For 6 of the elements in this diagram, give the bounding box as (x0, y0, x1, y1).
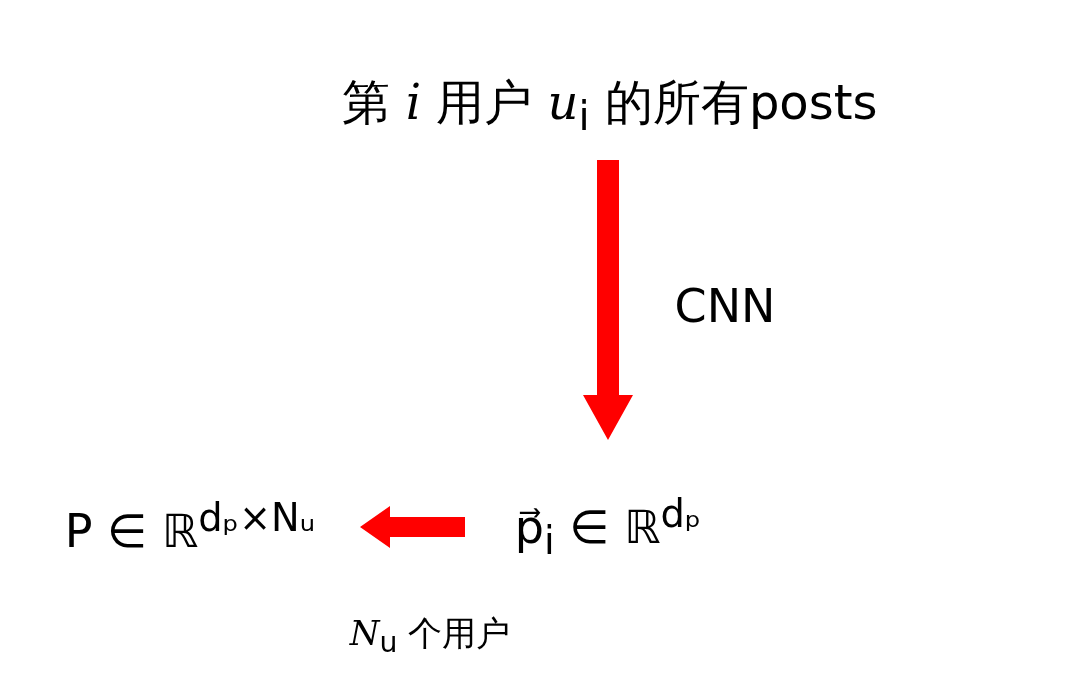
arrow (360, 506, 465, 548)
arrow (583, 160, 633, 440)
node-text: P ∈ ℝ$^{dₚ×Nᵤ}$ (64, 495, 316, 559)
node-text: p⃗$_{i}$ ∈ ℝ$^{dₚ}$ (514, 491, 702, 563)
note-text: N$_{u}$ 个用户 (349, 611, 511, 660)
node-text: 第 i 用户 u$_{i}$ 的所有posts (342, 73, 878, 139)
